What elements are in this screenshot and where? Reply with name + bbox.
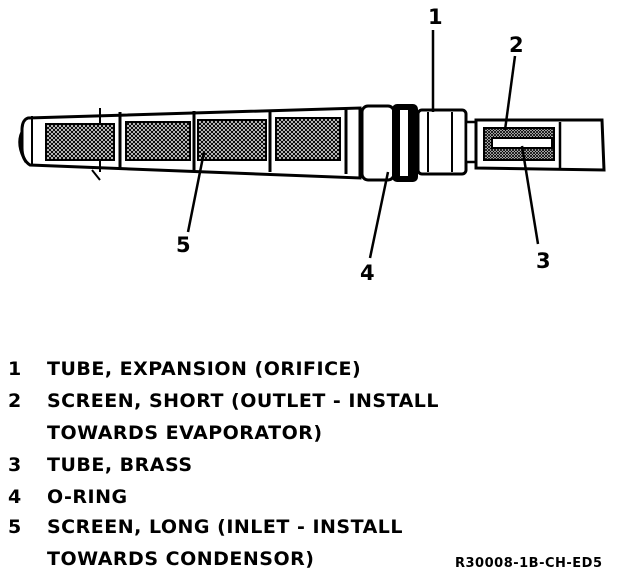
legend-text-continued: TOWARDS CONDENSOR) [47, 548, 315, 570]
legend-text: TUBE, BRASS [47, 454, 193, 476]
legend-number: 2 [8, 390, 22, 412]
legend-number: 5 [8, 516, 22, 538]
short-outlet-screen [474, 118, 606, 172]
figure-code: R30008-1B-CH-ED5 [455, 556, 603, 571]
callout-3: 3 [536, 249, 551, 273]
legend-number: 3 [8, 454, 22, 476]
long-inlet-screen [18, 106, 362, 181]
legend-text: O-RING [47, 486, 128, 508]
expansion-tube-body [360, 104, 478, 182]
legend-text: TUBE, EXPANSION (ORIFICE) [47, 358, 362, 380]
callout-2: 2 [509, 33, 524, 57]
o-ring [392, 104, 418, 182]
legend-text: SCREEN, SHORT (OUTLET - INSTALL [47, 390, 439, 412]
callout-5: 5 [176, 233, 191, 257]
legend-text: SCREEN, LONG (INLET - INSTALL [47, 516, 404, 538]
orifice-tube-diagram: 1 2 3 4 5 [18, 5, 606, 285]
legend-text-continued: TOWARDS EVAPORATOR) [47, 422, 323, 444]
legend-number: 4 [8, 486, 22, 508]
callout-1: 1 [428, 5, 443, 29]
legend-number: 1 [8, 358, 22, 380]
leader-lines [186, 30, 540, 259]
callout-4: 4 [360, 261, 375, 285]
